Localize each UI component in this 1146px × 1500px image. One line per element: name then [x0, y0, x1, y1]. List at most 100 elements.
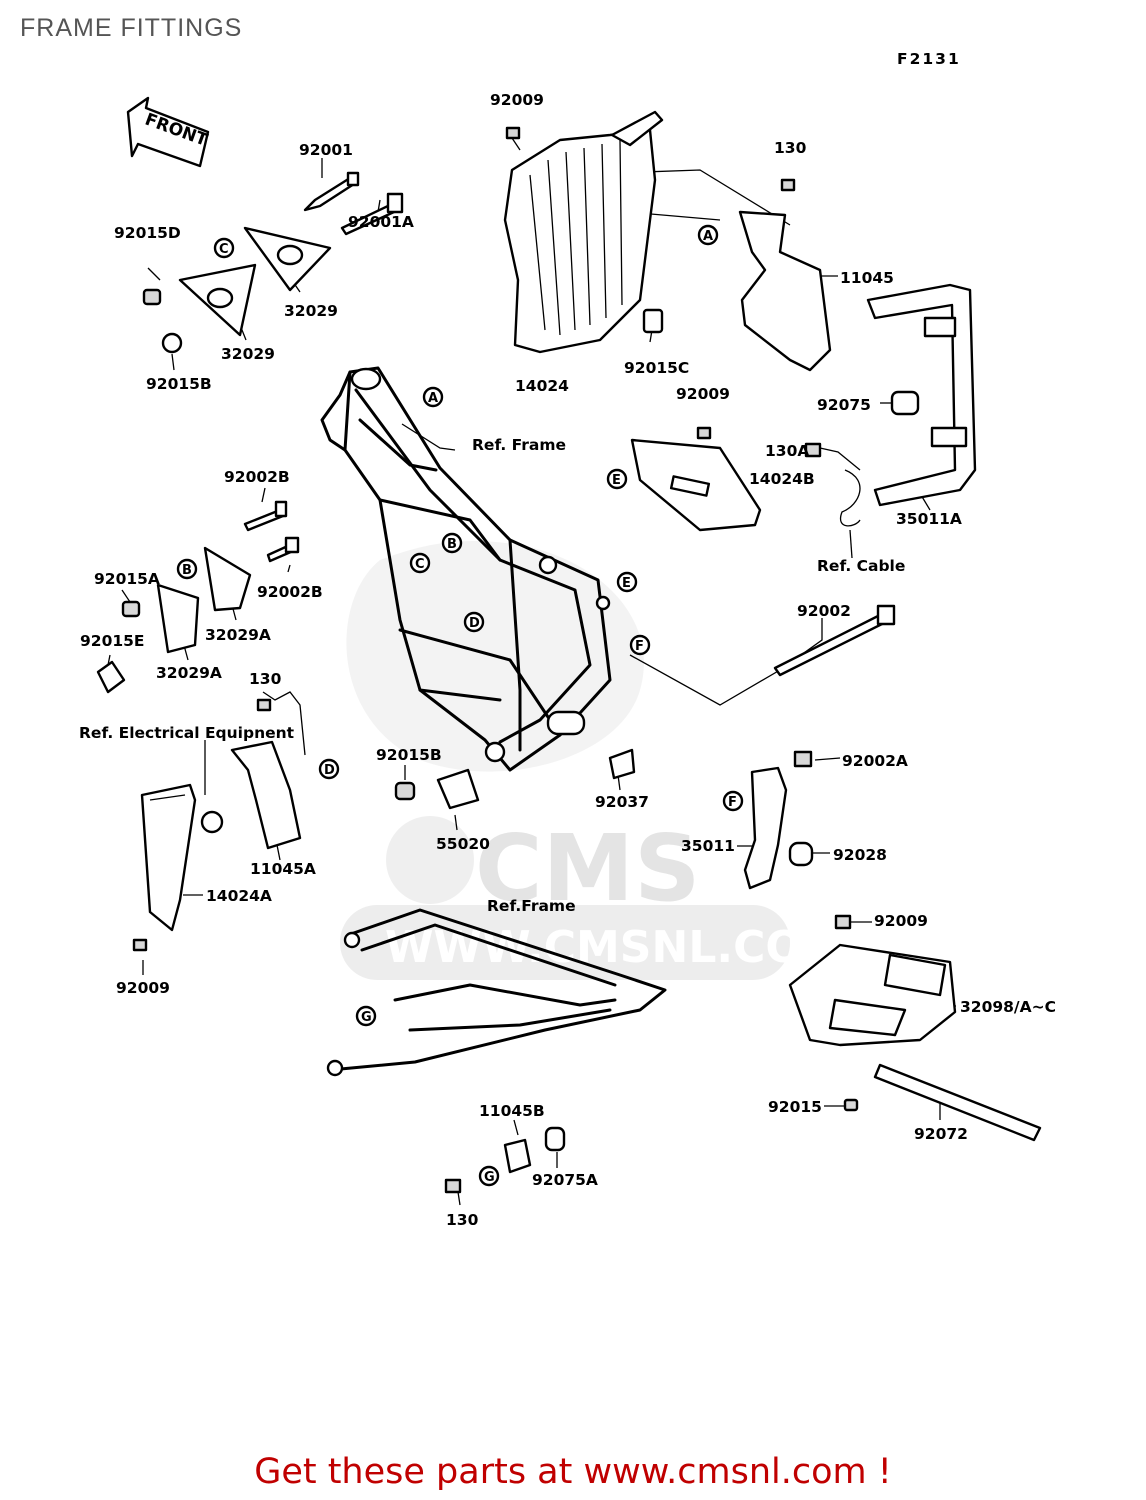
nut-92015a-icon	[121, 600, 141, 618]
label-92072: 92072	[914, 1125, 968, 1143]
callout-d1: D	[463, 611, 485, 633]
label-11045b: 11045B	[479, 1102, 545, 1120]
collar-92075a-icon	[544, 1126, 566, 1152]
bolt-92002a-icon	[793, 750, 813, 768]
part-labels: F2131 92009 92001 130 92001A 92015D 3202…	[79, 50, 1056, 1229]
battery-box-32098-icon	[788, 943, 957, 1047]
label-130-bottom: 130	[446, 1211, 479, 1229]
svg-text:D: D	[469, 616, 480, 631]
svg-text:D: D	[324, 763, 335, 778]
bolt-92002-icon	[773, 604, 896, 677]
callout-d2: D	[318, 758, 340, 780]
page-title: FRAME FITTINGS	[20, 14, 243, 42]
cap-92015e-icon	[96, 660, 126, 694]
label-55020: 55020	[436, 835, 490, 853]
label-32029-a: 32029	[284, 302, 338, 320]
cover-14024b-icon	[630, 438, 762, 532]
label-92009-left: 92009	[116, 979, 170, 997]
strap-92072-icon	[873, 1063, 1042, 1142]
cover-14024a-icon	[140, 783, 197, 932]
nut-92015b-mid-icon	[394, 781, 416, 801]
label-92009-top: 92009	[490, 91, 544, 109]
label-92001a: 92001A	[348, 213, 414, 231]
svg-text:F: F	[635, 639, 644, 654]
bolt-92009-left-icon	[132, 938, 148, 952]
svg-text:G: G	[484, 1170, 495, 1185]
svg-text:G: G	[361, 1010, 372, 1025]
svg-text:A: A	[428, 391, 438, 406]
label-92015b-mid: 92015B	[376, 746, 442, 764]
callout-g2: G	[478, 1165, 500, 1187]
callout-c2: C	[409, 552, 431, 574]
front-arrow-icon: FRONT	[126, 96, 210, 168]
main-frame	[320, 366, 612, 772]
bolt-92001-icon	[303, 171, 360, 212]
label-92015e: 92015E	[80, 632, 145, 650]
label-92015a: 92015A	[94, 570, 160, 588]
footer-promo[interactable]: Get these parts at www.cmsnl.com !	[254, 1452, 892, 1492]
label-130a: 130A	[765, 442, 809, 460]
callout-a2: A	[697, 224, 719, 246]
label-ref-cable: Ref. Cable	[817, 557, 905, 575]
label-92015: 92015	[768, 1098, 822, 1116]
bracket-55020-icon	[436, 768, 480, 810]
callout-a1: A	[422, 386, 444, 408]
callout-circles: A A B B C C D D E E F F G G	[176, 224, 744, 1187]
part-92015c-clip	[642, 308, 664, 334]
label-92028: 92028	[833, 846, 887, 864]
label-92009-mid: 92009	[676, 385, 730, 403]
clip-92037-icon	[608, 748, 636, 780]
bracket-35011-icon	[743, 766, 788, 890]
bolt-130-bottom-icon	[444, 1178, 462, 1194]
bracket-11045a-icon	[230, 740, 302, 850]
label-14024b: 14024B	[749, 470, 815, 488]
label-92002: 92002	[797, 602, 851, 620]
bolt-92001a-icon	[340, 192, 404, 236]
label-32029a-b: 32029A	[156, 664, 222, 682]
bolt-92009-top-icon	[505, 126, 521, 140]
callout-g1: G	[355, 1005, 377, 1027]
label-92075a: 92075A	[532, 1171, 598, 1189]
bolt-92009-mid-icon	[696, 426, 712, 440]
figure-code: F2131	[897, 50, 961, 68]
svg-text:C: C	[219, 242, 229, 257]
collar-92075-icon	[890, 390, 920, 416]
callout-b2: B	[176, 558, 198, 580]
bolt-92002b-a-icon	[243, 500, 288, 532]
svg-text:B: B	[182, 563, 192, 578]
label-130-mid: 130	[249, 670, 282, 688]
svg-text:E: E	[622, 576, 631, 591]
label-92002a: 92002A	[842, 752, 908, 770]
label-92015d: 92015D	[114, 224, 181, 242]
label-92015b-top: 92015B	[146, 375, 212, 393]
label-ref-frame-bottom: Ref.Frame	[487, 897, 576, 915]
plate-32029-icon	[178, 226, 332, 337]
collar-92028-icon	[788, 841, 814, 867]
watermark-brand: CMS	[475, 815, 700, 922]
bolt-92009-right-icon	[834, 914, 852, 930]
bracket-35011a-icon	[866, 283, 977, 507]
label-ref-frame-top: Ref. Frame	[472, 436, 566, 454]
svg-text:E: E	[612, 473, 621, 488]
label-32098: 32098/A~C	[960, 998, 1056, 1016]
bolt-130-mid-icon	[256, 698, 272, 712]
bolt-92002b-b-icon	[266, 536, 300, 563]
svg-text:C: C	[415, 557, 425, 572]
part-14024-shroud	[503, 110, 664, 354]
label-92009-right: 92009	[874, 912, 928, 930]
label-130-top: 130	[774, 139, 807, 157]
label-92075: 92075	[817, 396, 871, 414]
callout-f2: F	[722, 790, 744, 812]
label-92015c: 92015C	[624, 359, 689, 377]
nut-92015b-top-icon	[161, 332, 183, 354]
label-92001: 92001	[299, 141, 353, 159]
bolt-130-top-icon	[780, 178, 796, 192]
callout-f1: F	[629, 634, 651, 656]
bracket-11045b-icon	[503, 1138, 532, 1174]
label-35011a: 35011A	[896, 510, 962, 528]
label-32029-b: 32029	[221, 345, 275, 363]
label-ref-electrical: Ref. Electrical Equipnent	[79, 724, 295, 742]
bolt-130a-icon	[804, 442, 822, 458]
